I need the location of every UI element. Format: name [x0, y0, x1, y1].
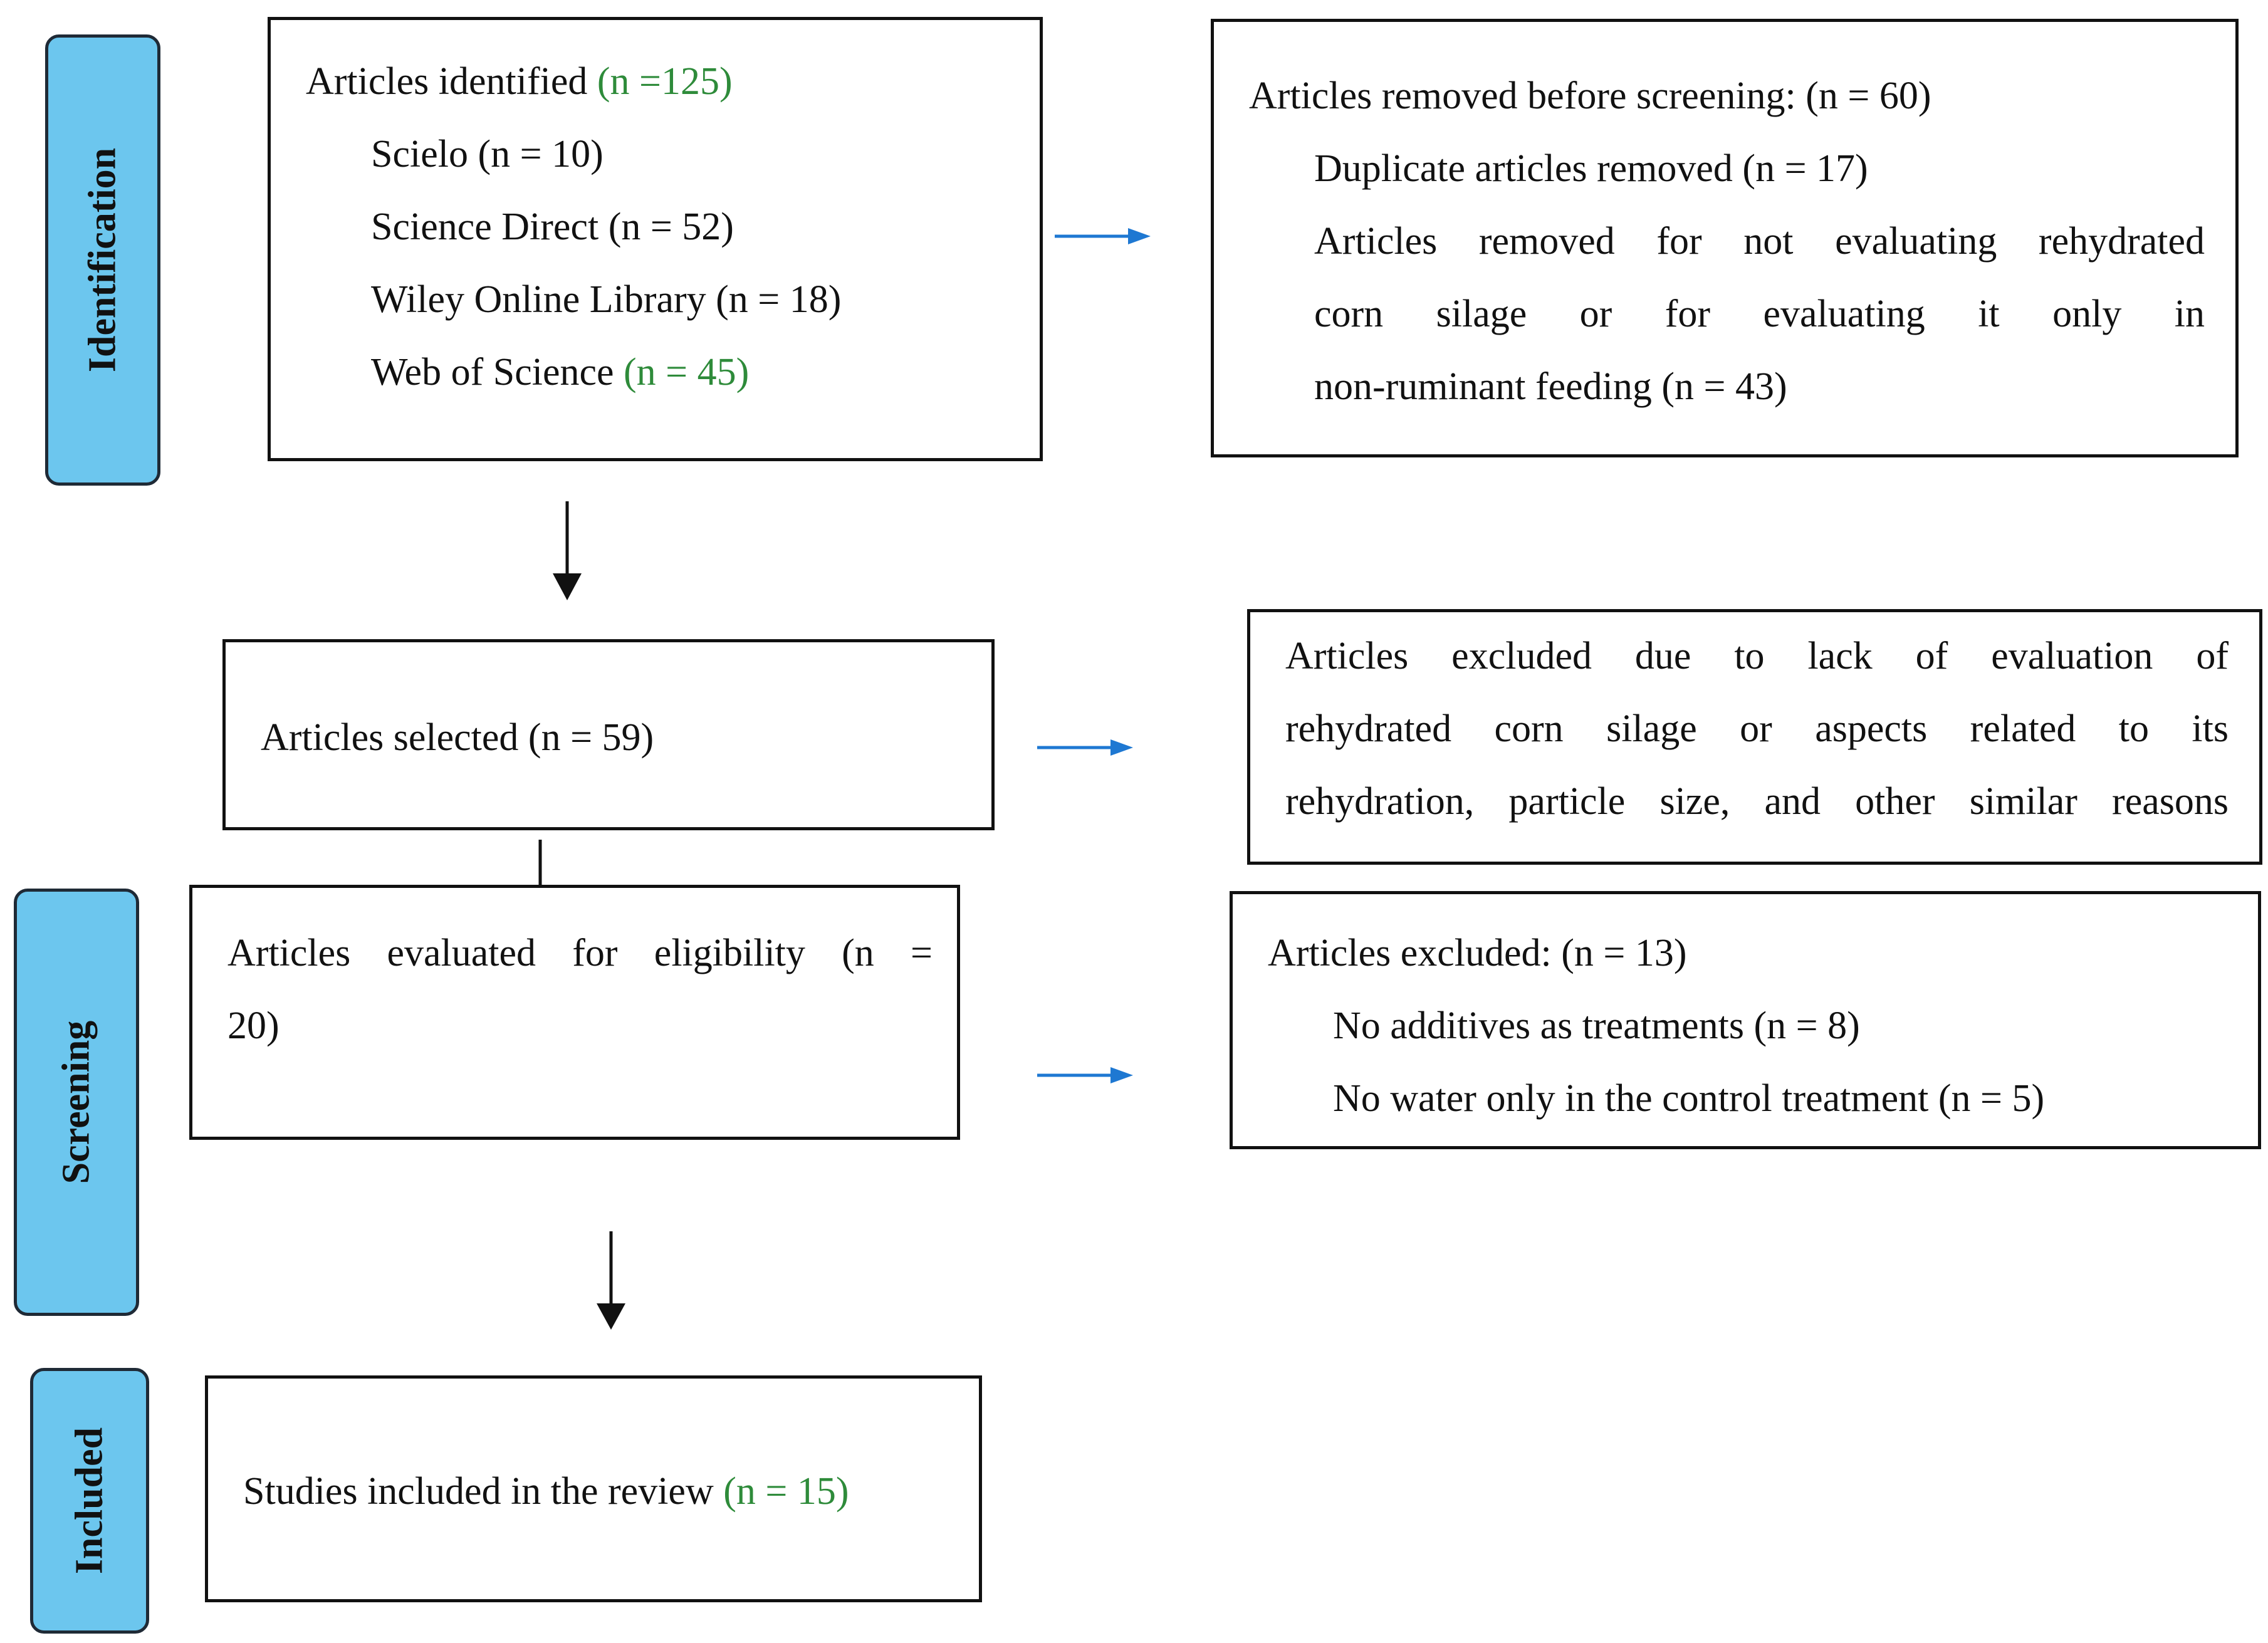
excluded-lack-line-1: Articles excluded due to lack of evaluat… — [1285, 635, 2229, 677]
box-studies-included: Studies included in the review (n = 15) — [205, 1375, 982, 1602]
included-text: Studies included in the review — [243, 1470, 714, 1513]
identified-title: Articles identified — [306, 60, 588, 103]
stage-tab-identification: Identification — [45, 34, 160, 486]
box-evaluated-eligibility: Articles evaluated for eligibility (n = … — [189, 885, 960, 1140]
excluded-item-no-water-control: No water only in the control treatment (… — [1333, 1077, 2045, 1120]
source-item-wiley: Wiley Online Library (n = 18) — [371, 278, 842, 321]
eligibility-line-1: Articles evaluated for eligibility (n = — [227, 932, 933, 974]
side-arrow-to-excluded — [1037, 1067, 1133, 1083]
side-arrow-to-excluded-lack — [1037, 739, 1133, 756]
identified-count: (n =125) — [597, 60, 733, 103]
source-item-science-direct: Science Direct (n = 52) — [371, 206, 734, 248]
removed-duplicate: Duplicate articles removed (n = 17) — [1314, 147, 1868, 190]
source-count-web-of-science: (n = 45) — [624, 351, 750, 394]
excluded-item-no-additives: No additives as treatments (n = 8) — [1333, 1004, 1860, 1047]
source-name-web-of-science: Web of Science — [371, 351, 614, 394]
removed-reason-line-1: Articles removed for not evaluating rehy… — [1314, 220, 2205, 263]
stage-tab-screening: Screening — [14, 889, 139, 1316]
removed-reason-line-2: corn silage or for evaluating it only in — [1314, 293, 2205, 335]
excluded-lack-line-2: rehydrated corn silage or aspects relate… — [1285, 707, 2229, 750]
source-item-scielo: Scielo (n = 10) — [371, 133, 604, 175]
down-arrow-eligibility-to-included — [597, 1231, 625, 1330]
excluded-title: Articles excluded: (n = 13) — [1268, 932, 1687, 974]
eligibility-line-2: 20) — [227, 1004, 280, 1047]
stage-label-included: Included — [68, 1427, 111, 1575]
stage-tab-included: Included — [30, 1368, 149, 1634]
identified-title-line: Articles identified (n =125) — [306, 45, 841, 118]
stage-label-screening: Screening — [55, 1020, 98, 1184]
excluded-lack-line-3: rehydration, particle size, and other si… — [1285, 780, 2229, 823]
removed-reason-line-3: non-ruminant feeding (n = 43) — [1314, 365, 1787, 408]
selected-text: Articles selected (n = 59) — [261, 716, 654, 759]
stage-label-identification: Identification — [81, 147, 124, 373]
included-line: Studies included in the review (n = 15) — [243, 1455, 849, 1528]
source-item-web-of-science: Web of Science (n = 45) — [306, 336, 841, 409]
side-arrow-to-removed — [1055, 228, 1151, 244]
box-articles-removed: Articles removed before screening: (n = … — [1211, 19, 2239, 457]
removed-title: Articles removed before screening: (n = … — [1249, 75, 1931, 117]
box-articles-selected: Articles selected (n = 59) — [222, 639, 995, 830]
box-excluded-lack-of-evaluation: Articles excluded due to lack of evaluat… — [1247, 609, 2262, 865]
down-arrow-identified-to-selected — [553, 501, 582, 600]
box-articles-identified: Articles identified (n =125) Scielo (n =… — [268, 17, 1043, 461]
box-articles-excluded: Articles excluded: (n = 13) No additives… — [1230, 891, 2261, 1149]
included-count: (n = 15) — [723, 1470, 849, 1513]
